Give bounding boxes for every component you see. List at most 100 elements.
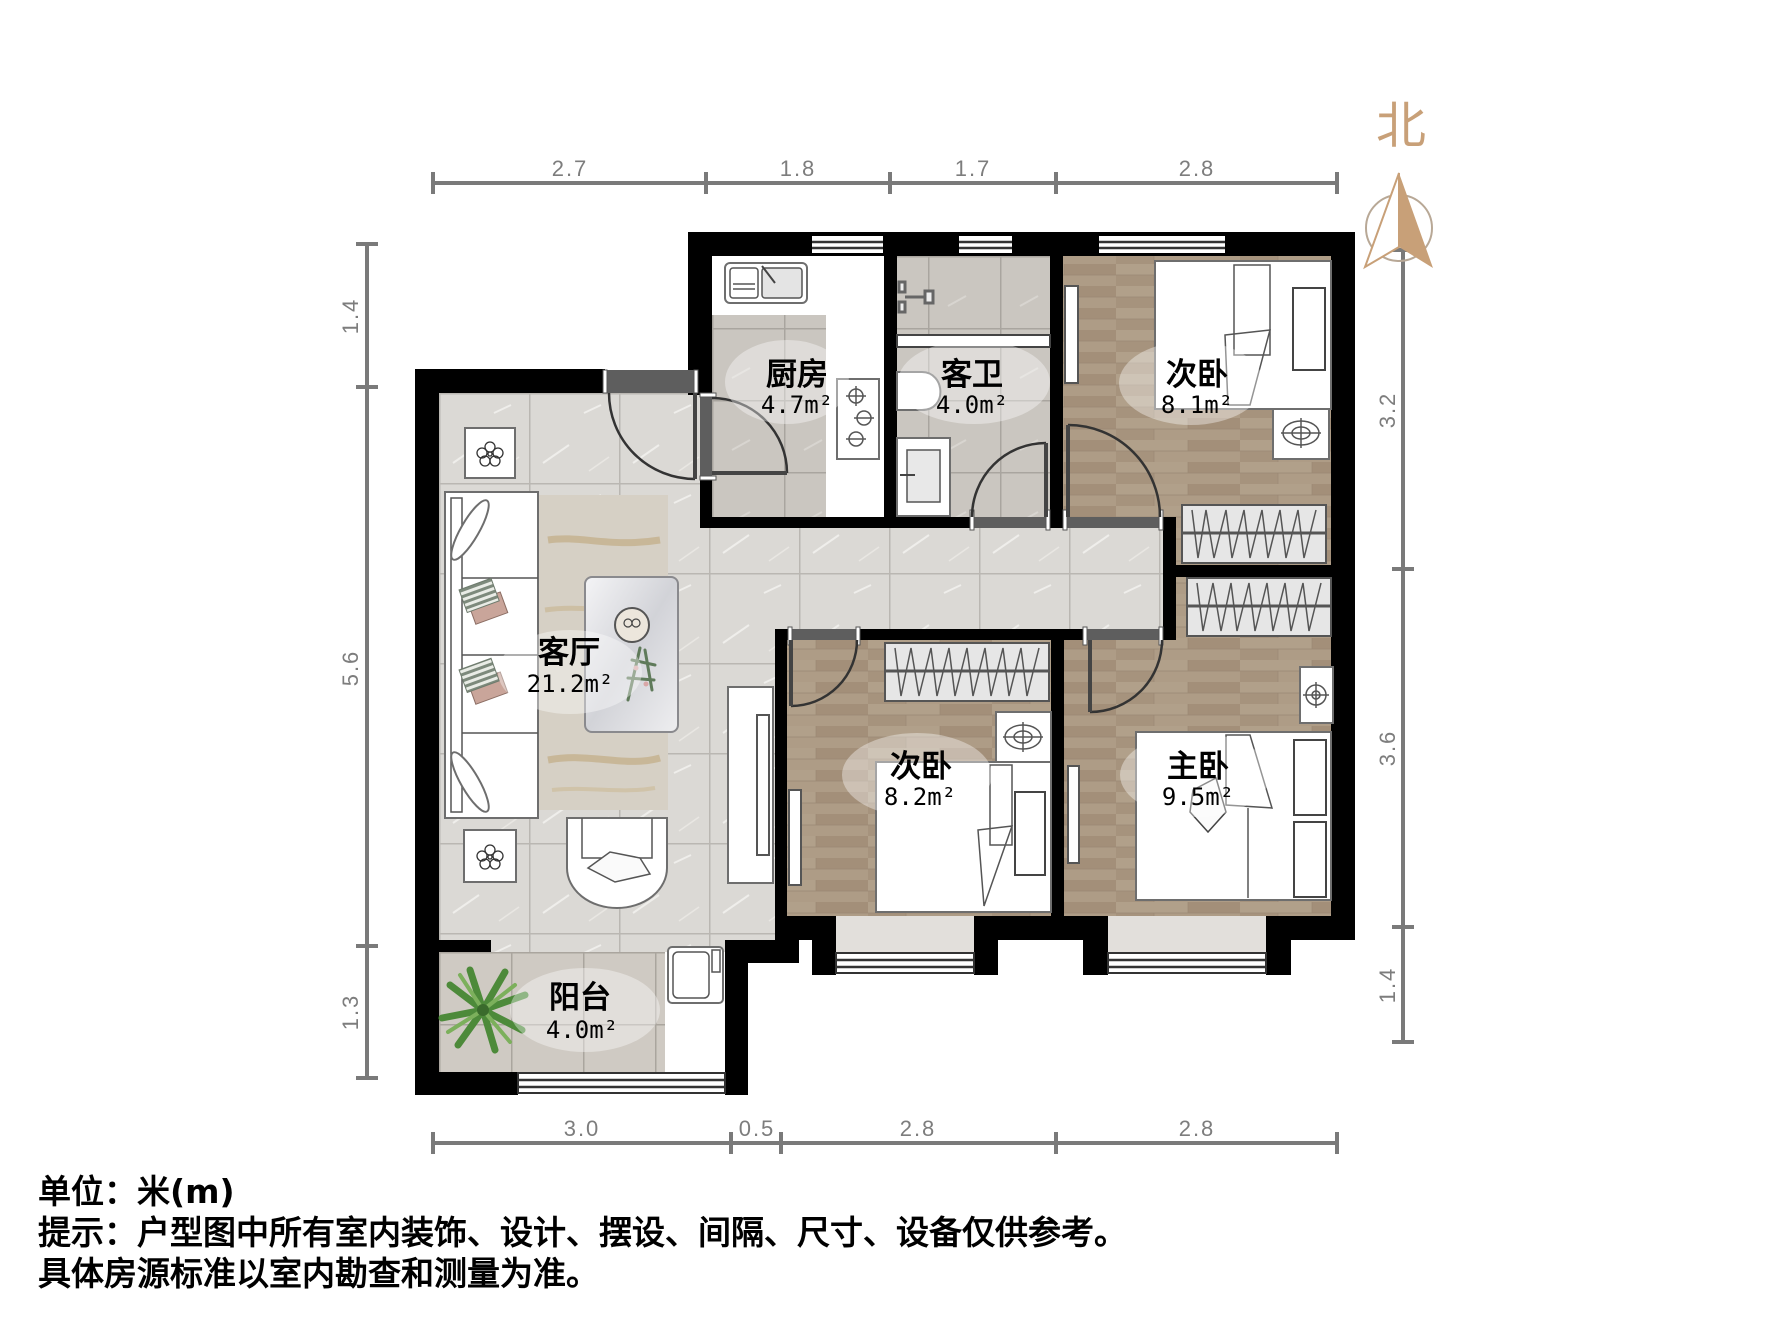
room-name: 厨房: [766, 357, 828, 393]
cushion-icon: [458, 657, 509, 705]
room-name: 阳台: [549, 980, 611, 1016]
south-bedroom-window: [835, 952, 975, 974]
dimension-top: 2.7 1.8 1.7 2.8: [431, 156, 1339, 194]
sofa: [444, 491, 539, 819]
dimension-label: 1.8: [780, 156, 817, 181]
master-bedroom-label: 主卧 9.5m²: [1120, 733, 1270, 817]
bay-window-floor-left: [836, 916, 974, 952]
dimension-label: 2.7: [552, 156, 589, 181]
sink-icon: [724, 262, 808, 304]
north-bedroom-furniture: [1064, 260, 1332, 564]
tv-cabinet: [727, 686, 774, 884]
room-area: 8.1m²: [1161, 391, 1233, 419]
dimension-label: 0.5: [739, 1116, 776, 1141]
room-area: 4.0m²: [936, 391, 1008, 419]
room-name: 客厅: [538, 635, 600, 671]
side-table-top: [464, 427, 516, 479]
room-name: 客卫: [941, 357, 1003, 393]
wardrobe: [884, 642, 1050, 702]
balcony-furniture: [438, 946, 724, 1054]
guest-bathroom-label: 客卫 4.0m²: [898, 340, 1050, 424]
bed: [1135, 731, 1332, 901]
south-bedroom-door: [787, 626, 861, 708]
balcony-window: [517, 1072, 726, 1094]
dimension-label: 2.8: [1179, 1116, 1216, 1141]
bathroom-window: [959, 236, 1012, 253]
kitchen-window: [812, 236, 883, 253]
toilet-icon: [896, 371, 942, 411]
flower-icon: [476, 844, 504, 870]
dimension-bottom: 3.0 0.5 2.8 2.8: [431, 1116, 1339, 1154]
dimension-right: 3.2 3.6 1.4: [1375, 247, 1414, 1044]
nightstand: [995, 711, 1052, 763]
room-name: 主卧: [1167, 749, 1229, 785]
coffee-table: [584, 576, 679, 733]
room-area: 4.7m²: [761, 391, 833, 419]
room-name: 次卧: [1166, 357, 1228, 393]
washbasin-icon: [896, 437, 951, 517]
bed: [1154, 260, 1332, 410]
dimension-label: 5.6: [338, 650, 363, 687]
washing-machine: [667, 946, 724, 1004]
room-area: 4.0m²: [546, 1016, 618, 1044]
dimension-label: 3.2: [1375, 392, 1400, 429]
dimension-label: 3.6: [1375, 730, 1400, 767]
standard-note: 具体房源标准以室内勘查和测量为准。: [38, 1254, 599, 1293]
north-arrow-fill: [1399, 173, 1433, 268]
tv: [756, 714, 770, 856]
kitchen-door: [699, 392, 789, 481]
plant-icon: [438, 966, 529, 1054]
armchair: [566, 817, 668, 909]
dimension-label: 2.8: [900, 1116, 937, 1141]
shower-faucet-icon: [897, 280, 935, 314]
windows: [517, 236, 1267, 1094]
pillow: [1014, 791, 1046, 876]
bathroom-door: [969, 441, 1051, 531]
bed: [875, 761, 1052, 913]
master-bedroom-furniture: [1067, 577, 1334, 901]
cushion-icon: [458, 577, 509, 625]
room-area: 8.2m²: [884, 783, 956, 811]
nightstand: [1299, 666, 1334, 724]
master-bedroom-window: [1107, 952, 1267, 974]
kitchen-fixtures: [724, 262, 880, 460]
stove-icon: [836, 378, 880, 460]
wardrobe: [1186, 577, 1332, 637]
north-bedroom-door: [1062, 423, 1164, 531]
pillow: [1292, 287, 1326, 371]
dimension-label: 3.0: [564, 1116, 601, 1141]
plant-icon: [626, 646, 657, 702]
tv: [1067, 765, 1080, 864]
walls: [415, 232, 1355, 1095]
flower-icon: [476, 441, 504, 467]
pillow: [1293, 739, 1327, 816]
north-arrow-icon: [1363, 172, 1400, 270]
tv: [1064, 285, 1079, 384]
compass: 北: [1363, 97, 1433, 270]
master-bedroom-door: [1082, 626, 1164, 714]
dimension-label: 1.7: [955, 156, 992, 181]
north-label: 北: [1376, 97, 1426, 155]
shower-screen: [896, 334, 1051, 348]
disclaimer-note: 提示：户型图中所有室内装饰、设计、摆设、间隔、尺寸、设备仅供参考。: [38, 1213, 1127, 1252]
tv: [788, 789, 802, 886]
wardrobe: [1181, 504, 1327, 564]
dimension-label: 1.4: [338, 298, 363, 335]
unit-note: 单位：米(m): [38, 1172, 235, 1211]
bay-window-floor-right: [1108, 916, 1266, 952]
dimension-left: 1.4 5.6 1.3: [338, 242, 378, 1080]
south-bedroom-label: 次卧 8.2m²: [842, 733, 992, 817]
living-room-furniture: [444, 427, 774, 909]
bathroom-fixtures: [896, 280, 1051, 517]
room-area: 9.5m²: [1162, 783, 1234, 811]
nightstand: [1272, 408, 1330, 460]
kitchen-label: 厨房 4.7m²: [725, 340, 849, 424]
balcony-label: 阳台 4.0m²: [510, 968, 660, 1052]
south-bedroom-furniture: [788, 642, 1052, 913]
doors: [602, 369, 1164, 714]
living-room-label: 客厅 21.2m²: [498, 630, 642, 714]
dimension-label: 1.4: [1375, 967, 1400, 1004]
dimension-label: 2.8: [1179, 156, 1216, 181]
pillow: [1293, 821, 1327, 898]
